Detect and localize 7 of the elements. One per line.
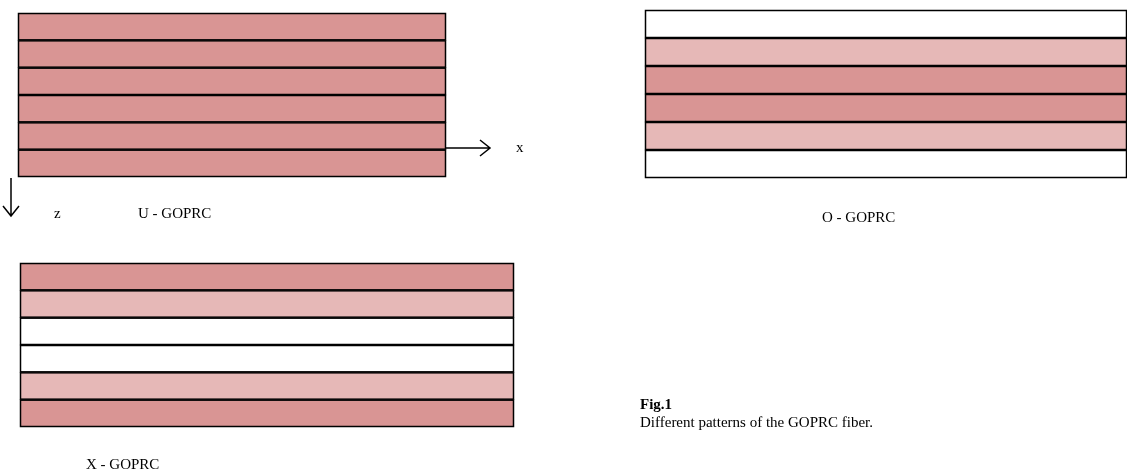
axis-label: x xyxy=(516,139,524,156)
figure-number: Fig.1 xyxy=(640,396,673,413)
pattern-label: X - GOPRC xyxy=(86,456,160,470)
axis-label: z xyxy=(54,205,61,222)
pattern-label: O - GOPRC xyxy=(822,209,896,226)
figure-caption: Different patterns of the GOPRC fiber. xyxy=(640,414,873,431)
pattern-label: U - GOPRC xyxy=(138,205,212,222)
